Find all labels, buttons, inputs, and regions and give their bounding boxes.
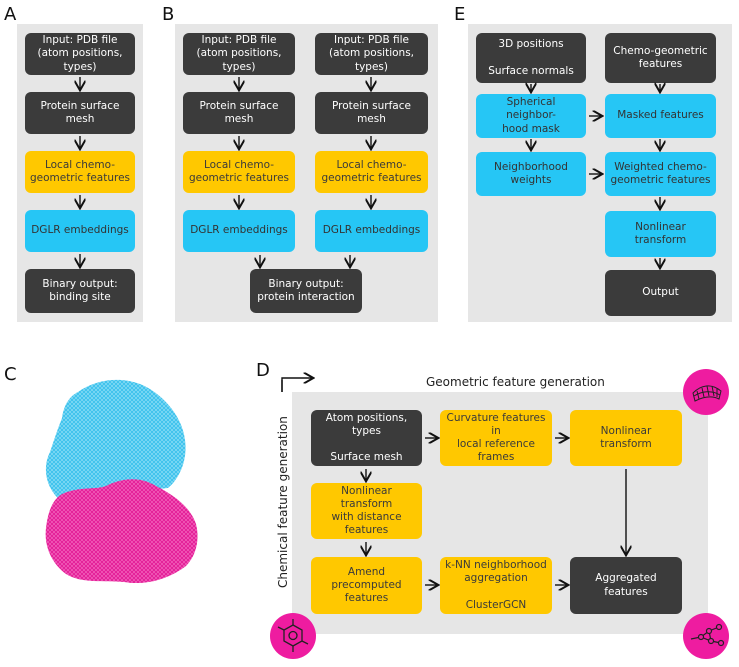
b-dglr-left-box: DGLR embeddings	[183, 210, 295, 252]
d-knn-box: k-NN neighborhood aggregation ClusterGCN	[440, 557, 552, 614]
b-mesh-left-box: Protein surface mesh	[183, 92, 295, 134]
surface-mesh-icon	[683, 369, 729, 415]
b-local-right-box: Local chemo- geometric features	[315, 151, 428, 193]
panel-label-b: B	[162, 4, 175, 25]
a-output-box: Binary output: binding site	[25, 269, 135, 313]
b-output-box: Binary output: protein interaction	[250, 269, 362, 313]
e-weights-box: Neighborhood weights	[476, 152, 586, 196]
d-amend-box: Amend precomputed features	[311, 557, 422, 614]
geometric-feature-title: Geometric feature generation	[426, 375, 605, 389]
b-dglr-right-box: DGLR embeddings	[315, 210, 428, 252]
d-atoms-box: Atom positions, types Surface mesh	[311, 410, 422, 466]
b-local-left-box: Local chemo- geometric features	[183, 151, 295, 193]
e-nonlinear-box: Nonlinear transform	[605, 211, 716, 257]
e-masked-features-box: Masked features	[605, 94, 716, 138]
e-positions-box: 3D positions Surface normals	[476, 33, 586, 83]
panel-label-a: A	[4, 4, 17, 25]
e-chemo-features-box: Chemo-geometric features	[605, 33, 716, 83]
e-output-box: Output	[605, 270, 716, 316]
protein-structure-image	[45, 379, 198, 584]
d-curvature-box: Curvature features in local reference fr…	[440, 410, 552, 466]
b-input-right-box: Input: PDB file (atom positions, types)	[315, 33, 428, 75]
d-nonlinear-distance-box: Nonlinear transform with distance featur…	[311, 483, 422, 539]
panel-label-d: D	[256, 360, 270, 381]
d-aggregated-box: Aggregated features	[570, 557, 682, 614]
panel-label-c: C	[4, 364, 17, 385]
panel-label-e: E	[454, 4, 466, 25]
a-input-box: Input: PDB file (atom positions, types)	[25, 33, 135, 75]
a-mesh-box: Protein surface mesh	[25, 92, 135, 134]
molecule-icon	[270, 613, 316, 659]
d-nonlinear-top-box: Nonlinear transform	[570, 410, 682, 466]
e-weighted-features-box: Weighted chemo- geometric features	[605, 152, 716, 196]
a-dglr-box: DGLR embeddings	[25, 210, 135, 252]
b-input-left-box: Input: PDB file (atom positions, types)	[183, 33, 295, 75]
a-local-features-box: Local chemo- geometric features	[25, 151, 135, 193]
e-mask-box: Spherical neighbor- hood mask	[476, 94, 586, 138]
graph-network-icon	[683, 613, 729, 659]
b-mesh-right-box: Protein surface mesh	[315, 92, 428, 134]
